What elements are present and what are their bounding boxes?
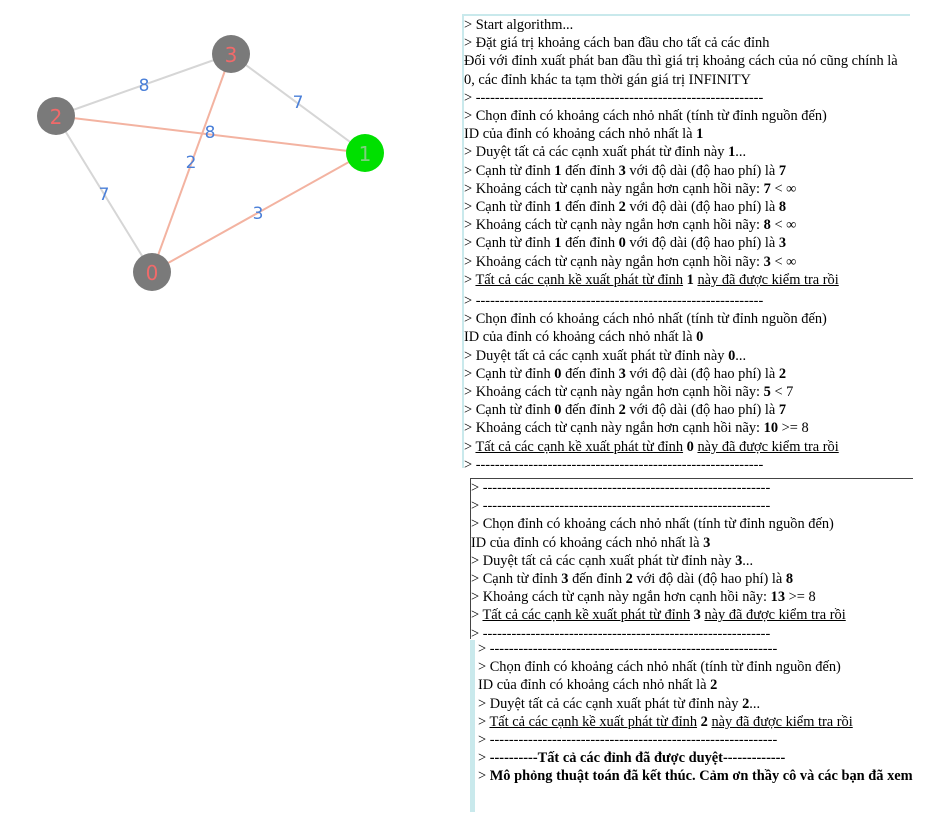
log-line: > --------------------------------------… [464, 89, 764, 106]
log-line: > Cạnh từ đỉnh 0 đến đỉnh 3 với độ dài (… [464, 365, 787, 382]
log-line: > ----------Tất cả các đỉnh đã được duyệ… [478, 750, 786, 767]
node-circle[interactable] [37, 97, 75, 135]
log-line: > Mô phỏng thuật toán đã kết thúc. Cảm ơ… [478, 768, 913, 785]
log-line: > Tất cả các cạnh kề xuất phát từ đỉnh 0… [464, 438, 839, 455]
algorithm-log-panel-4: > --------------------------------------… [470, 640, 924, 812]
log-line: > --------------------------------------… [471, 480, 771, 496]
log-line: > Tất cả các cạnh kề xuất phát từ đỉnh 2… [478, 713, 853, 730]
log-line: > --------------------------------------… [464, 456, 764, 473]
node-label: 0 [146, 261, 159, 285]
edge-weight-label: 8 [205, 123, 216, 143]
edge-0-1 [151, 152, 366, 273]
log-line: > Cạnh từ đỉnh 0 đến đỉnh 2 với độ dài (… [464, 402, 787, 419]
log-line: > Chọn đỉnh có khoảng cách nhỏ nhất (tín… [464, 108, 827, 125]
log-line: > Khoảng cách từ cạnh này ngắn hơn cạnh … [464, 384, 794, 401]
log-line: > Tất cả các cạnh kề xuất phát từ đỉnh 3… [471, 607, 846, 624]
log-line: ID của đỉnh có khoảng cách nhỏ nhất là 1 [464, 126, 704, 143]
graph-node-1[interactable]: 1 [346, 134, 384, 172]
edge-3-0 [151, 53, 232, 273]
log-line: > --------------------------------------… [471, 625, 771, 642]
nodes-layer: 0 1 2 3 [37, 35, 384, 291]
log-line: > Cạnh từ đỉnh 1 đến đỉnh 2 với độ dài (… [464, 199, 787, 216]
log-line: > Cạnh từ đỉnh 3 đến đỉnh 2 với độ dài (… [471, 571, 794, 588]
graph-node-0[interactable]: 0 [133, 253, 171, 291]
log-line: > --------------------------------------… [478, 641, 778, 657]
node-circle[interactable] [346, 134, 384, 172]
algorithm-log-panel-2: > --------------------------------------… [462, 292, 910, 473]
edge-2-3 [55, 53, 232, 117]
log-line: ID của đỉnh có khoảng cách nhỏ nhất là 3 [471, 534, 711, 551]
log-line: > Cạnh từ đỉnh 1 đến đỉnh 0 với độ dài (… [464, 235, 787, 252]
edge-weight-label: 3 [253, 204, 264, 224]
log-line: > --------------------------------------… [478, 732, 778, 749]
log-line: > --------------------------------------… [471, 498, 771, 515]
edge-weight-label: 7 [99, 185, 110, 205]
log-line: > Duyệt tất cả các cạnh xuất phát từ đỉn… [478, 695, 761, 712]
log-line: ID của đỉnh có khoảng cách nhỏ nhất là 2 [478, 677, 718, 694]
log-line: ID của đỉnh có khoảng cách nhỏ nhất là 0 [464, 329, 704, 346]
graph-node-3[interactable]: 3 [212, 35, 250, 73]
log-line: > Start algorithm... [464, 17, 574, 33]
log-line: > Khoảng cách từ cạnh này ngắn hơn cạnh … [464, 253, 797, 270]
node-label: 3 [225, 43, 238, 67]
algorithm-log-panel-1: > Start algorithm... > Đặt giá trị khoảng… [462, 14, 910, 292]
log-line: > Khoảng cách từ cạnh này ngắn hơn cạnh … [464, 180, 797, 197]
log-line: Đối với đỉnh xuất phát ban đầu thì giá t… [464, 53, 898, 88]
node-label: 2 [50, 105, 63, 129]
graph-node-2[interactable]: 2 [37, 97, 75, 135]
log-line: > Đặt giá trị khoảng cách ban đầu cho tấ… [464, 35, 770, 52]
algorithm-log-panel-3: > --------------------------------------… [470, 478, 913, 642]
log-line: > Chọn đỉnh có khoảng cách nhỏ nhất (tín… [471, 516, 834, 533]
log-line: > Duyệt tất cả các cạnh xuất phát từ đỉn… [464, 347, 747, 364]
edge-2-0 [55, 115, 153, 273]
edge-weight-label: 8 [139, 76, 150, 96]
edge-3-1 [230, 53, 366, 154]
log-line: > Chọn đỉnh có khoảng cách nhỏ nhất (tín… [478, 659, 841, 676]
node-circle[interactable] [133, 253, 171, 291]
node-circle[interactable] [212, 35, 250, 73]
log-line: > Khoảng cách từ cạnh này ngắn hơn cạnh … [464, 217, 797, 234]
edge-weight-label: 2 [186, 153, 197, 173]
edge-2-1 [55, 115, 366, 154]
edge-weight-label: 7 [293, 93, 304, 113]
log-line: > Duyệt tất cả các cạnh xuất phát từ đỉn… [464, 144, 747, 161]
log-line: > Duyệt tất cả các cạnh xuất phát từ đỉn… [471, 552, 754, 569]
log-line: > Khoảng cách từ cạnh này ngắn hơn cạnh … [464, 420, 809, 437]
log-line: > Tất cả các cạnh kề xuất phát từ đỉnh 1… [464, 271, 839, 288]
node-label: 1 [359, 142, 372, 166]
log-line: > --------------------------------------… [464, 293, 764, 309]
log-line: > Chọn đỉnh có khoảng cách nhỏ nhất (tín… [464, 311, 827, 328]
log-line: > Khoảng cách từ cạnh này ngắn hơn cạnh … [471, 589, 816, 606]
log-line: > Cạnh từ đỉnh 1 đến đỉnh 3 với độ dài (… [464, 162, 787, 179]
